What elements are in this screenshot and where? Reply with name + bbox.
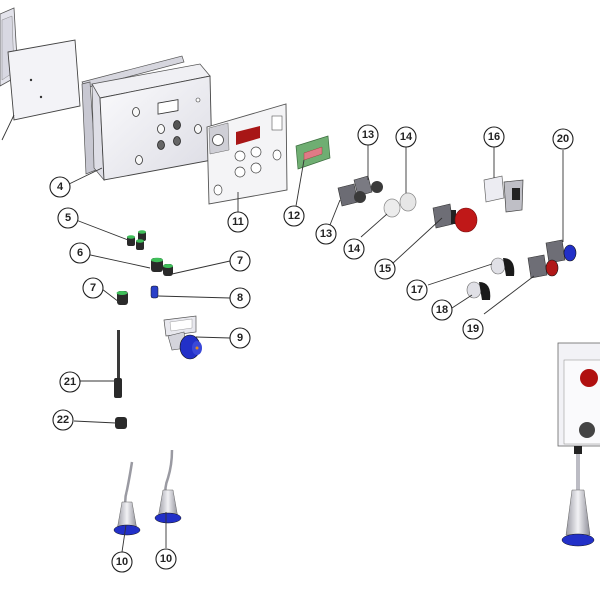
leader-15 — [391, 217, 443, 265]
svg-text:11: 11 — [232, 216, 244, 228]
leader-6 — [85, 253, 151, 269]
selector-knob-18 — [466, 281, 491, 300]
svg-text:13: 13 — [362, 129, 374, 141]
leader-7a — [171, 260, 231, 275]
svg-text:7: 7 — [90, 282, 96, 294]
callout-9: 9 — [229, 327, 251, 349]
vent-plug — [150, 285, 159, 299]
callout-15: 15 — [374, 258, 396, 280]
svg-text:12: 12 — [288, 210, 300, 222]
leader-18 — [451, 294, 473, 309]
callout-14: 14 — [343, 238, 365, 260]
leader-14b — [360, 213, 388, 238]
selector-knob-17 — [490, 257, 515, 276]
assembled-unit — [557, 342, 600, 547]
callout-10: 10 — [155, 548, 177, 570]
svg-text:8: 8 — [237, 292, 243, 304]
leader-7b — [101, 288, 120, 303]
mounting-plate — [7, 39, 81, 121]
leader-17 — [427, 263, 493, 286]
leader-12 — [295, 159, 305, 207]
leader-4 — [66, 167, 103, 186]
svg-text:14: 14 — [400, 131, 413, 143]
svg-text:13: 13 — [320, 228, 332, 240]
callout-13: 13 — [357, 124, 379, 146]
callout-8: 8 — [229, 287, 251, 309]
leader-mounting-plate — [1, 114, 15, 141]
rotary-selector-switch — [483, 175, 524, 213]
leader-19 — [483, 275, 535, 315]
svg-text:16: 16 — [488, 131, 500, 143]
callout-16: 16 — [483, 126, 505, 148]
callout-4: 4 — [49, 176, 71, 198]
callout-21: 21 — [59, 371, 81, 393]
callout-6: 6 — [69, 242, 91, 264]
leader-22 — [73, 420, 117, 424]
callout-20: 20 — [552, 128, 574, 150]
svg-text:10: 10 — [116, 556, 128, 568]
callout-17: 17 — [406, 279, 428, 301]
svg-text:21: 21 — [64, 376, 76, 388]
callout-11: 11 — [227, 211, 249, 233]
cable-probes — [113, 449, 182, 536]
svg-text:9: 9 — [237, 332, 243, 344]
svg-text:10: 10 — [160, 553, 172, 565]
leader-10a — [121, 524, 127, 553]
svg-text:6: 6 — [77, 247, 83, 259]
leader-9 — [195, 336, 231, 339]
svg-text:7: 7 — [237, 255, 243, 267]
callout-19: 19 — [462, 318, 484, 340]
enclosure-box — [81, 55, 213, 182]
lens-caps — [383, 192, 417, 218]
svg-text:18: 18 — [436, 304, 448, 316]
svg-text:14: 14 — [348, 243, 361, 255]
svg-text:5: 5 — [65, 212, 71, 224]
callout-10: 10 — [111, 551, 133, 573]
probe-cap — [115, 417, 127, 429]
contact-blocks — [337, 175, 383, 207]
callout-7: 7 — [229, 250, 251, 272]
emergency-stop-button — [432, 203, 478, 233]
blue-pushbutton — [545, 239, 577, 264]
svg-text:15: 15 — [379, 263, 391, 275]
svg-text:20: 20 — [557, 133, 569, 145]
cable-glands — [116, 230, 173, 305]
svg-text:4: 4 — [57, 181, 64, 193]
callout-5: 5 — [57, 207, 79, 229]
front-label-overlay — [206, 103, 288, 205]
callout-18: 18 — [431, 299, 453, 321]
svg-text:17: 17 — [411, 284, 423, 296]
display-pcb — [295, 135, 331, 170]
callout-12: 12 — [283, 205, 305, 227]
leader-13b — [329, 199, 341, 226]
callout-7: 7 — [82, 277, 104, 299]
svg-text:19: 19 — [467, 323, 479, 335]
callout-13: 13 — [315, 223, 337, 245]
socket-box — [163, 315, 202, 360]
probe-rod — [114, 330, 122, 398]
callout-22: 22 — [52, 409, 74, 431]
leader-5 — [75, 219, 129, 241]
callout-14: 14 — [395, 126, 417, 148]
leader-8 — [157, 295, 231, 299]
svg-text:22: 22 — [57, 414, 69, 426]
red-pushbutton — [527, 254, 559, 279]
